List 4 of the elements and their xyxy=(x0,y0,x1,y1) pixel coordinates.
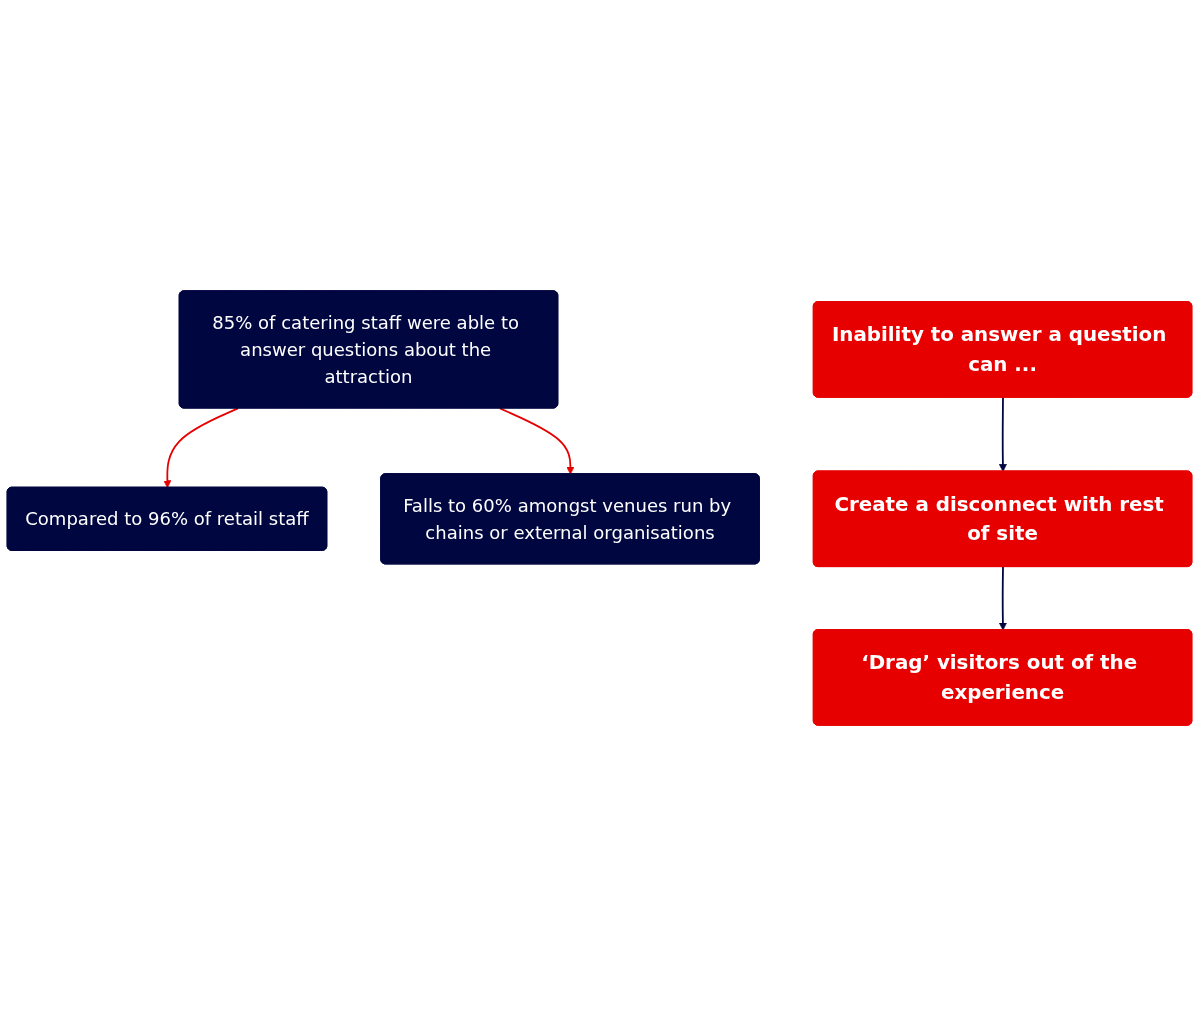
arrow xyxy=(163,407,239,489)
arrow xyxy=(998,566,1007,631)
arrow xyxy=(998,396,1007,472)
arrow xyxy=(499,407,575,475)
